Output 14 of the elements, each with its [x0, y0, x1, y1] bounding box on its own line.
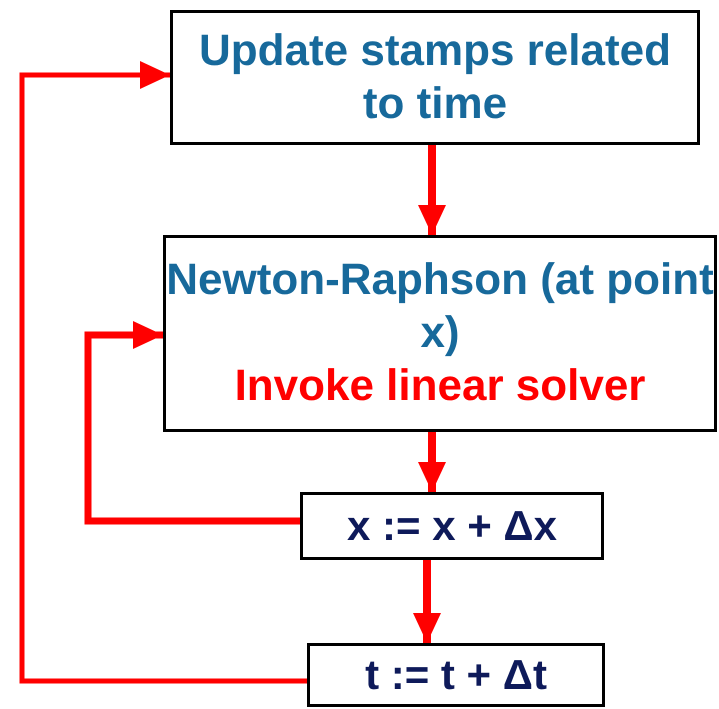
arrow [413, 560, 441, 643]
arrow [418, 432, 446, 492]
box-text: x := x + Δx [347, 500, 557, 551]
arrow [418, 145, 446, 235]
process-box [163, 235, 717, 432]
process-box [300, 492, 604, 560]
box-text: Newton-Raphson (at point x) [166, 254, 714, 360]
box-text: Update stamps related to time [198, 24, 672, 130]
arrow [20, 61, 307, 684]
process-box [170, 10, 700, 145]
process-box [307, 643, 605, 707]
box-text: Invoke linear solver [234, 360, 646, 412]
box-text: t := t + Δt [365, 650, 547, 700]
arrow [84, 321, 300, 524]
